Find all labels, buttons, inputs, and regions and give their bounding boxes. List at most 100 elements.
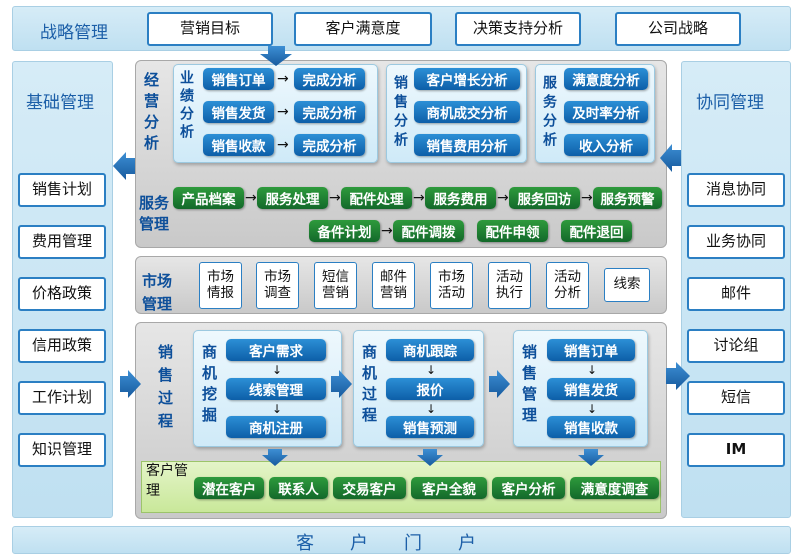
market-item-6[interactable]: 活动执行 [488,262,531,309]
basic-item-2[interactable]: 费用管理 [18,225,106,259]
perf-to-2[interactable]: 完成分析 [294,101,365,123]
market-item-2[interactable]: 市场调查 [256,262,299,309]
arrow-sales-to-collab-icon [666,362,690,390]
mining-arrow-2: ↓ [272,402,283,416]
basic-item-3[interactable]: 价格政策 [18,277,106,311]
collab-item-4[interactable]: 讨论组 [687,329,785,363]
strategy-item-3[interactable]: 决策支持分析 [455,12,581,46]
performance-label: 业绩分析 [178,70,194,142]
market-item-7[interactable]: 活动分析 [546,262,589,309]
perf-to-3[interactable]: 完成分析 [294,134,365,156]
collab-item-2[interactable]: 业务协同 [687,225,785,259]
service-mgmt-label: 服务管理 [139,193,175,235]
strategy-title: 战略管理 [40,23,108,43]
perf-from-2[interactable]: 销售发货 [203,101,274,123]
service-row2-item-4[interactable]: 配件退回 [561,220,632,242]
strategy-item-1[interactable]: 营销目标 [147,12,273,46]
sales-mgmt-item-1[interactable]: 销售订单 [547,339,635,361]
basic-item-4[interactable]: 信用政策 [18,329,106,363]
market-item-5[interactable]: 市场活动 [430,262,473,309]
sales-analysis-label: 销售分析 [392,75,408,151]
collab-item-6[interactable]: IM [687,433,785,467]
portal-title: 客 户 门 户 [296,533,476,554]
arrow-down-2-icon [417,449,443,466]
arrow-down-1-icon [262,449,288,466]
customer-item-2[interactable]: 联系人 [269,477,328,499]
service-row1-item-5[interactable]: 服务回访 [509,187,580,209]
arrow-strategy-down-icon [260,46,292,66]
arrow-down-3-icon [578,449,604,466]
market-label: 市场管理 [142,270,182,315]
sales-mgmt-arrow-2: ↓ [587,402,598,416]
strategy-item-2[interactable]: 客户满意度 [294,12,432,46]
service-row1-item-2[interactable]: 服务处理 [257,187,328,209]
service-row1-arrow-5: → [581,190,593,206]
collab-title: 协同管理 [696,93,764,113]
portal-band [12,526,791,554]
service-analysis-label: 服务分析 [541,75,557,151]
mining-item-3[interactable]: 商机注册 [226,416,326,438]
customer-item-4[interactable]: 客户全貌 [411,477,487,499]
service-row2-item-3[interactable]: 配件申领 [477,220,548,242]
market-item-1[interactable]: 市场情报 [199,262,242,309]
opp-arrow-1: ↓ [426,363,437,377]
service-mgmt-text: 服务管理 [139,194,170,233]
service-row1-arrow-3: → [413,190,425,206]
customer-item-1[interactable]: 潜在客户 [194,477,264,499]
service-analysis-item-1[interactable]: 满意度分析 [564,68,648,90]
service-row2-item-1[interactable]: 备件计划 [309,220,380,242]
customer-item-3[interactable]: 交易客户 [333,477,406,499]
service-row1-item-4[interactable]: 服务费用 [425,187,496,209]
sales-analysis-item-3[interactable]: 销售费用分析 [414,134,520,156]
perf-arrow-3: → [277,137,289,153]
service-row2-item-2[interactable]: 配件调拨 [393,220,464,242]
perf-from-3[interactable]: 销售收款 [203,134,274,156]
customer-item-6[interactable]: 满意度调查 [570,477,659,499]
service-row1-item-3[interactable]: 配件处理 [341,187,412,209]
strategy-item-4[interactable]: 公司战略 [615,12,741,46]
sales-process-label: 销售过程 [156,344,174,436]
service-row1-arrow-2: → [329,190,341,206]
sales-analysis-item-2[interactable]: 商机成交分析 [414,101,520,123]
service-row1-arrow-4: → [497,190,509,206]
customer-item-5[interactable]: 客户分析 [492,477,565,499]
service-row2-arrow-1: → [381,223,393,239]
market-item-8[interactable]: 线索 [604,268,650,302]
opp-item-1[interactable]: 商机跟踪 [386,339,474,361]
perf-arrow-1: → [277,71,289,87]
basic-item-5[interactable]: 工作计划 [18,381,106,415]
perf-to-1[interactable]: 完成分析 [294,68,365,90]
customer-mgmt-label: 客户管理 [146,462,192,501]
sales-mgmt-item-2[interactable]: 销售发货 [547,378,635,400]
service-row1-item-6[interactable]: 服务预警 [593,187,662,209]
mining-item-1[interactable]: 客户需求 [226,339,326,361]
service-row1-item-1[interactable]: 产品档案 [173,187,244,209]
sales-mgmt-arrow-1: ↓ [587,363,598,377]
analysis-label: 经营分析 [142,72,160,156]
collab-item-5[interactable]: 短信 [687,381,785,415]
opp-item-3[interactable]: 销售预测 [386,416,474,438]
sales-mgmt-item-3[interactable]: 销售收款 [547,416,635,438]
market-label-text: 市场管理 [142,272,173,313]
perf-from-1[interactable]: 销售订单 [203,68,274,90]
customer-mgmt-text: 客户管理 [146,463,188,499]
market-item-4[interactable]: 邮件营销 [372,262,415,309]
mining-item-2[interactable]: 线索管理 [226,378,326,400]
service-analysis-item-3[interactable]: 收入分析 [564,134,648,156]
arrow-basic-to-sales-icon [120,370,141,398]
service-analysis-item-2[interactable]: 及时率分析 [564,101,648,123]
opp-label: 商机过程 [360,344,378,428]
opp-item-2[interactable]: 报价 [386,378,474,400]
basic-item-6[interactable]: 知识管理 [18,433,106,467]
arrow-mining-to-opp-icon [331,370,352,398]
mining-label: 商机挖掘 [200,344,218,428]
arrow-opp-to-sales-icon [489,370,510,398]
sales-analysis-item-1[interactable]: 客户增长分析 [414,68,520,90]
basic-item-1[interactable]: 销售计划 [18,173,106,207]
arrow-basic-out-icon [113,152,135,180]
mining-arrow-1: ↓ [272,363,283,377]
collab-item-1[interactable]: 消息协同 [687,173,785,207]
collab-item-3[interactable]: 邮件 [687,277,785,311]
market-item-3[interactable]: 短信营销 [314,262,357,309]
